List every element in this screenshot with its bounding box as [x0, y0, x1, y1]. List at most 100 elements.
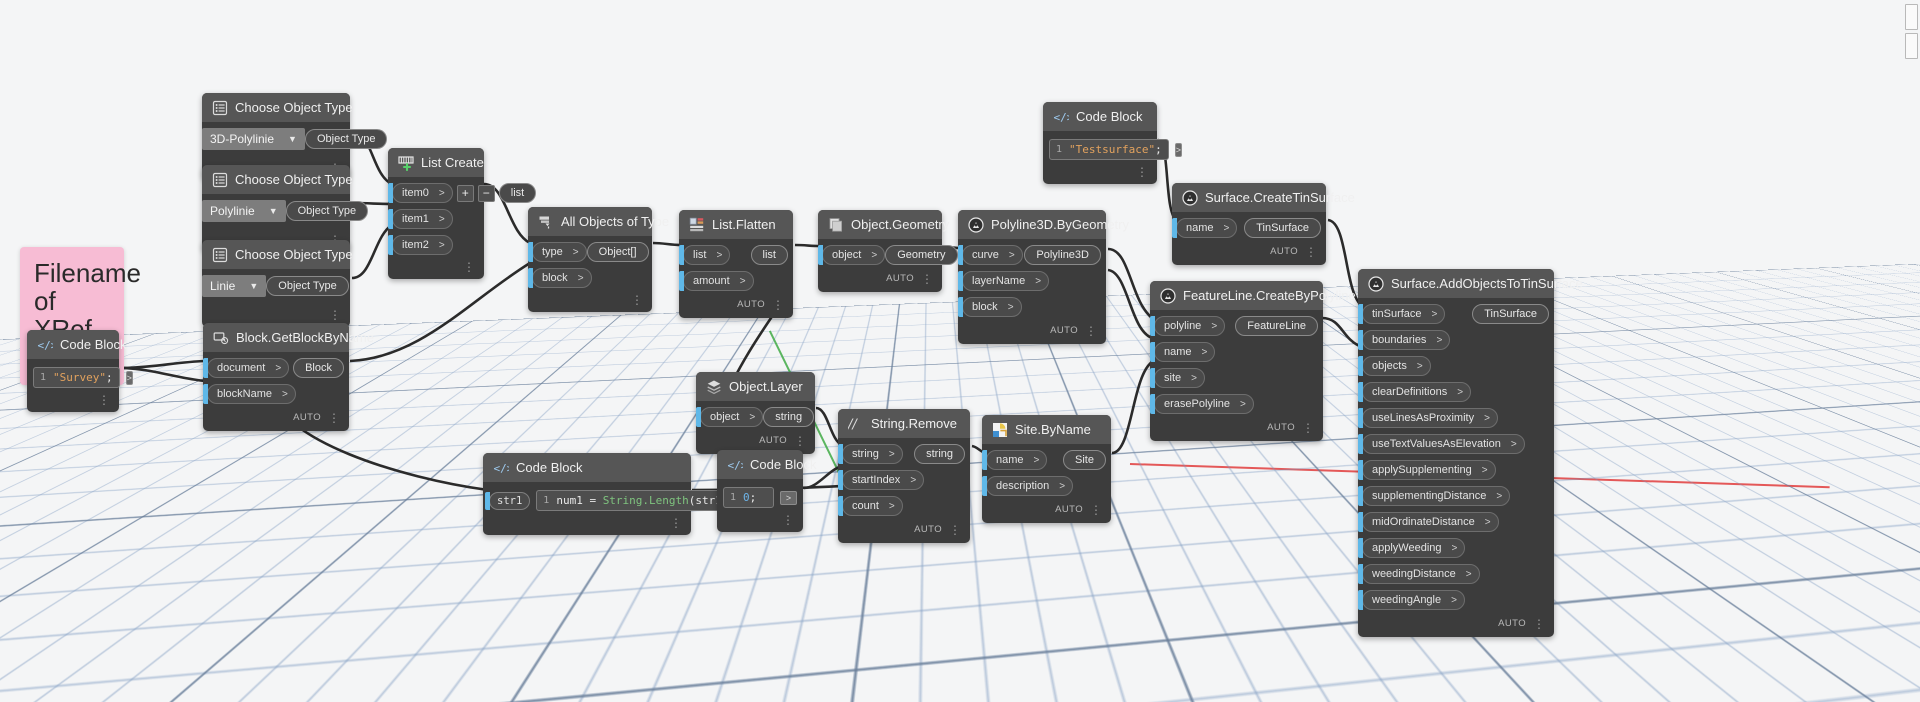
- node-string-remove[interactable]: //String.Remove string> string startIndex> c…: [838, 409, 970, 543]
- node-header-featureline-createbypolyline[interactable]: FeatureLine.CreateByPolyline: [1150, 281, 1323, 310]
- input-port-applyWeeding[interactable]: applyWeeding>: [1362, 538, 1465, 558]
- input-port-document[interactable]: document>: [207, 358, 289, 378]
- input-port-name[interactable]: name>: [1176, 218, 1237, 238]
- node-header-code-block-survey[interactable]: </>Code Block: [27, 330, 119, 359]
- node-featureline-createbypolyline[interactable]: FeatureLine.CreateByPolyline polyline> Fea…: [1150, 281, 1323, 441]
- output-port-object[interactable]: Object[]: [587, 242, 649, 262]
- output-port-string[interactable]: string: [914, 444, 965, 464]
- input-port-erasePolyline[interactable]: erasePolyline>: [1154, 394, 1254, 414]
- input-port-midOrdinateDistance[interactable]: midOrdinateDistance>: [1362, 512, 1499, 532]
- input-port-tinSurface[interactable]: tinSurface>: [1362, 304, 1445, 324]
- node-object-layer[interactable]: Object.Layerobject>stringAUTO: [696, 372, 815, 454]
- node-surface-createtinsurface[interactable]: Surface.CreateTinSurfacename>TinSurfaceA…: [1172, 183, 1326, 265]
- node-header-object-geometry[interactable]: Object.Geometry: [818, 210, 942, 239]
- node-polyline3d-bygeometry[interactable]: Polyline3D.ByGeometrycurve>Polyline3Dlay…: [958, 210, 1106, 344]
- output-port-geometry[interactable]: Geometry: [885, 245, 957, 265]
- node-menu-icon[interactable]: [631, 296, 643, 304]
- code-output-port[interactable]: >: [780, 491, 797, 505]
- node-list-create[interactable]: List Createitem0>+−listitem1>item2>: [388, 148, 484, 279]
- input-port-object[interactable]: object>: [822, 245, 885, 265]
- output-port-object-type[interactable]: Object Type: [305, 129, 388, 149]
- code-output-port[interactable]: >: [1175, 143, 1182, 157]
- input-port-useLinesAsProximity[interactable]: useLinesAsProximity>: [1362, 408, 1498, 428]
- node-code-block-testsurface[interactable]: </>Code Block 1 "Testsurface"; >: [1043, 102, 1157, 184]
- node-object-geometry[interactable]: Object.Geometryobject>GeometryAUTO: [818, 210, 942, 292]
- output-port-list[interactable]: list: [751, 245, 788, 265]
- code-editor[interactable]: 1 0;: [723, 487, 774, 508]
- node-code-block-zero[interactable]: </>Code Block 1 0; >: [717, 450, 803, 532]
- node-header-surface-addobjectstotinsurface[interactable]: Surface.AddObjectsToTinSurface: [1358, 269, 1554, 298]
- node-header-choose-object-type-3[interactable]: Choose Object Type: [202, 240, 350, 269]
- input-port-applySupplementing[interactable]: applySupplementing>: [1362, 460, 1496, 480]
- input-port-name[interactable]: name>: [986, 450, 1047, 470]
- node-menu-icon[interactable]: [782, 516, 794, 524]
- node-surface-addobjectstotinsurface[interactable]: Surface.AddObjectsToTinSurface tinSurface…: [1358, 269, 1554, 637]
- node-code-block-survey[interactable]: </>Code Block 1 "Survey"; >: [27, 330, 119, 412]
- input-port-block[interactable]: block>: [962, 297, 1022, 317]
- node-menu-icon[interactable]: [463, 263, 475, 271]
- output-port-tinsurface[interactable]: TinSurface: [1244, 218, 1321, 238]
- node-menu-icon[interactable]: [1302, 424, 1314, 432]
- input-port-description[interactable]: description>: [986, 476, 1073, 496]
- node-menu-icon[interactable]: [1085, 327, 1097, 335]
- output-port-featureline[interactable]: FeatureLine: [1235, 316, 1318, 336]
- object-type-dropdown[interactable]: Polylinie ▼: [202, 200, 286, 222]
- node-header-string-remove[interactable]: //String.Remove: [838, 409, 970, 438]
- node-menu-icon[interactable]: [1090, 506, 1102, 514]
- node-code-block-stringlength[interactable]: </>Code Blockstr1 1 num1 = String.Length…: [483, 453, 691, 535]
- input-port-weedingDistance[interactable]: weedingDistance>: [1362, 564, 1480, 584]
- input-port-weedingAngle[interactable]: weedingAngle>: [1362, 590, 1465, 610]
- input-port-polyline[interactable]: polyline>: [1154, 316, 1225, 336]
- code-editor[interactable]: 1 "Testsurface";: [1049, 139, 1169, 160]
- input-port-item0[interactable]: item0>: [392, 183, 453, 203]
- input-port-startIndex[interactable]: startIndex>: [842, 470, 924, 490]
- node-menu-icon[interactable]: [949, 526, 961, 534]
- node-menu-icon[interactable]: [1533, 620, 1545, 628]
- input-port-amount[interactable]: amount>: [683, 271, 754, 291]
- node-menu-icon[interactable]: [670, 519, 682, 527]
- input-port-useTextValuesAsElevation[interactable]: useTextValuesAsElevation>: [1362, 434, 1525, 454]
- node-header-choose-object-type-1[interactable]: Choose Object Type: [202, 93, 350, 122]
- input-port-list[interactable]: list>: [683, 245, 730, 265]
- input-port-boundaries[interactable]: boundaries>: [1362, 330, 1450, 350]
- viewport-widget-top[interactable]: [1905, 4, 1918, 30]
- node-choose-object-type-3[interactable]: Choose Object Type Linie ▼ Object Type: [202, 240, 350, 327]
- node-block-getblockbyname[interactable]: Block.GetBlockByName document>Block blockN…: [203, 323, 349, 431]
- input-port-supplementingDistance[interactable]: supplementingDistance>: [1362, 486, 1510, 506]
- node-header-list-flatten[interactable]: List.Flatten: [679, 210, 793, 239]
- node-menu-icon[interactable]: [794, 437, 806, 445]
- node-header-choose-object-type-2[interactable]: Choose Object Type: [202, 165, 350, 194]
- input-port-site[interactable]: site>: [1154, 368, 1205, 388]
- node-header-code-block-stringlength[interactable]: </>Code Block: [483, 453, 691, 482]
- input-port-item2[interactable]: item2>: [392, 235, 453, 255]
- node-header-code-block-testsurface[interactable]: </>Code Block: [1043, 102, 1157, 131]
- output-port-block[interactable]: Block: [293, 358, 344, 378]
- output-port-string[interactable]: string: [763, 407, 814, 427]
- output-port-site[interactable]: Site: [1063, 450, 1106, 470]
- node-menu-icon[interactable]: [98, 396, 110, 404]
- input-port-objects[interactable]: objects>: [1362, 356, 1431, 376]
- output-port-object-type[interactable]: Object Type: [266, 276, 349, 296]
- input-port-curve[interactable]: curve>: [962, 245, 1023, 265]
- node-header-object-layer[interactable]: Object.Layer: [696, 372, 815, 401]
- viewport-widget-bottom[interactable]: [1905, 33, 1918, 59]
- input-port-block[interactable]: block>: [532, 268, 592, 288]
- node-header-code-block-zero[interactable]: </>Code Block: [717, 450, 803, 479]
- node-menu-icon[interactable]: [921, 275, 933, 283]
- node-list-flatten[interactable]: List.Flattenlist>listamount>AUTO: [679, 210, 793, 318]
- node-header-site-byname[interactable]: Site.ByName: [982, 415, 1111, 444]
- input-port-blockName[interactable]: blockName>: [207, 384, 296, 404]
- input-port-count[interactable]: count>: [842, 496, 903, 516]
- node-header-all-objects-of-type[interactable]: All Objects of Type: [528, 207, 652, 236]
- output-port-object-type[interactable]: Object Type: [286, 201, 369, 221]
- node-header-polyline3d-bygeometry[interactable]: Polyline3D.ByGeometry: [958, 210, 1106, 239]
- node-choose-object-type-2[interactable]: Choose Object Type Polylinie ▼ Object Ty…: [202, 165, 350, 252]
- node-header-surface-createtinsurface[interactable]: Surface.CreateTinSurface: [1172, 183, 1326, 212]
- input-port-layerName[interactable]: layerName>: [962, 271, 1049, 291]
- node-all-objects-of-type[interactable]: All Objects of Type type>Object[] block>: [528, 207, 652, 312]
- input-port-string[interactable]: string>: [842, 444, 903, 464]
- node-header-block-getblockbyname[interactable]: Block.GetBlockByName: [203, 323, 349, 352]
- node-menu-icon[interactable]: [328, 414, 340, 422]
- input-port-type[interactable]: type>: [532, 242, 587, 262]
- node-menu-icon[interactable]: [329, 311, 341, 319]
